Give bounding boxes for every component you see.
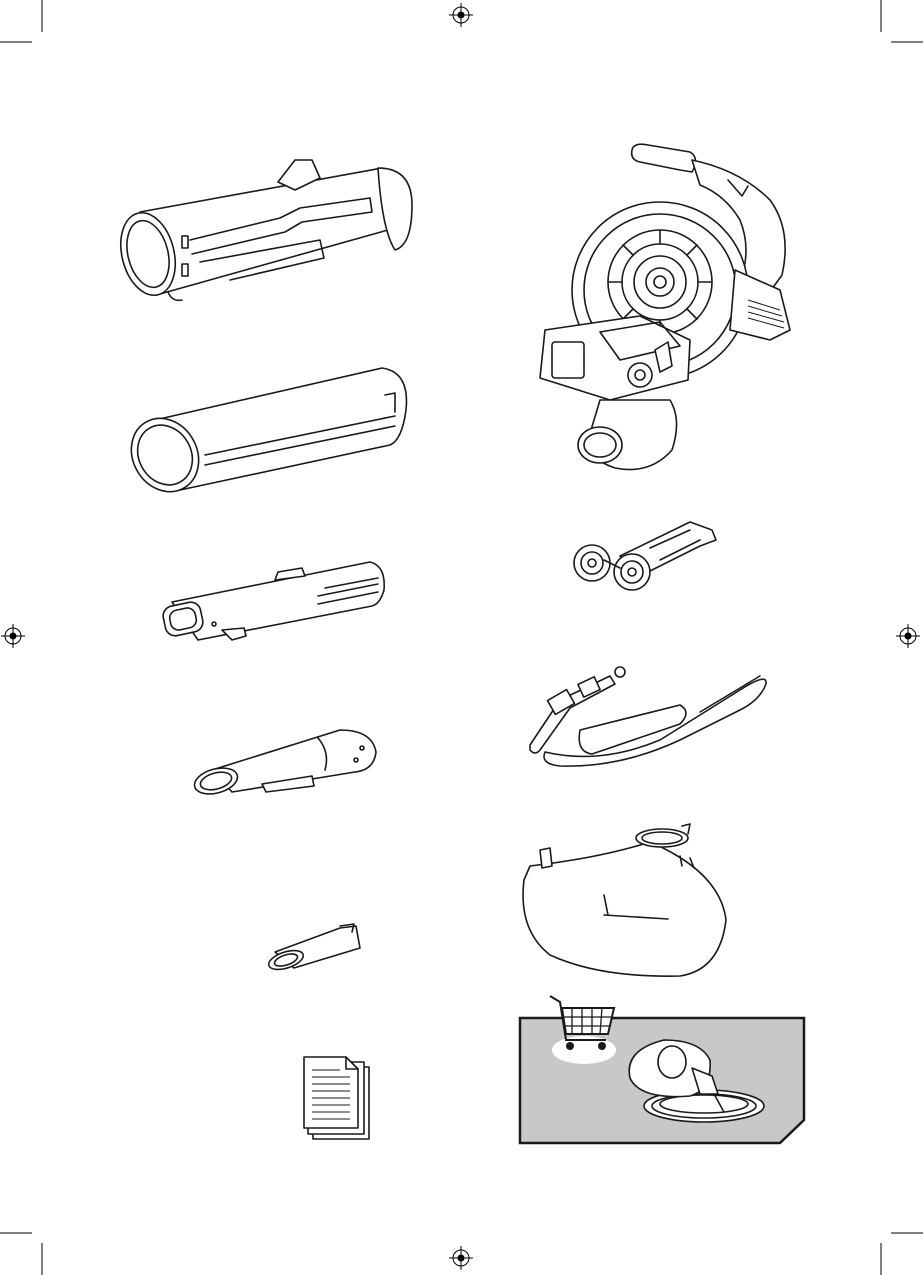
optional-accessory-box [520, 996, 804, 1143]
blower-vacuum-motor-icon [540, 144, 790, 469]
registration-mark-right [896, 624, 920, 648]
long-nozzle-icon [161, 562, 384, 640]
registration-mark-top [449, 3, 473, 27]
vacuum-tube-icon [118, 368, 406, 504]
collection-bag-icon [523, 824, 726, 976]
short-nozzle-icon [266, 924, 360, 973]
manual-documents-icon [304, 1057, 369, 1139]
wheels-icon [574, 522, 716, 590]
medium-nozzle-icon [192, 730, 376, 798]
registration-mark-bottom [449, 1246, 473, 1270]
blower-tube-icon [113, 160, 412, 301]
registration-mark-left [1, 624, 25, 648]
shoulder-strap-icon [530, 667, 766, 766]
